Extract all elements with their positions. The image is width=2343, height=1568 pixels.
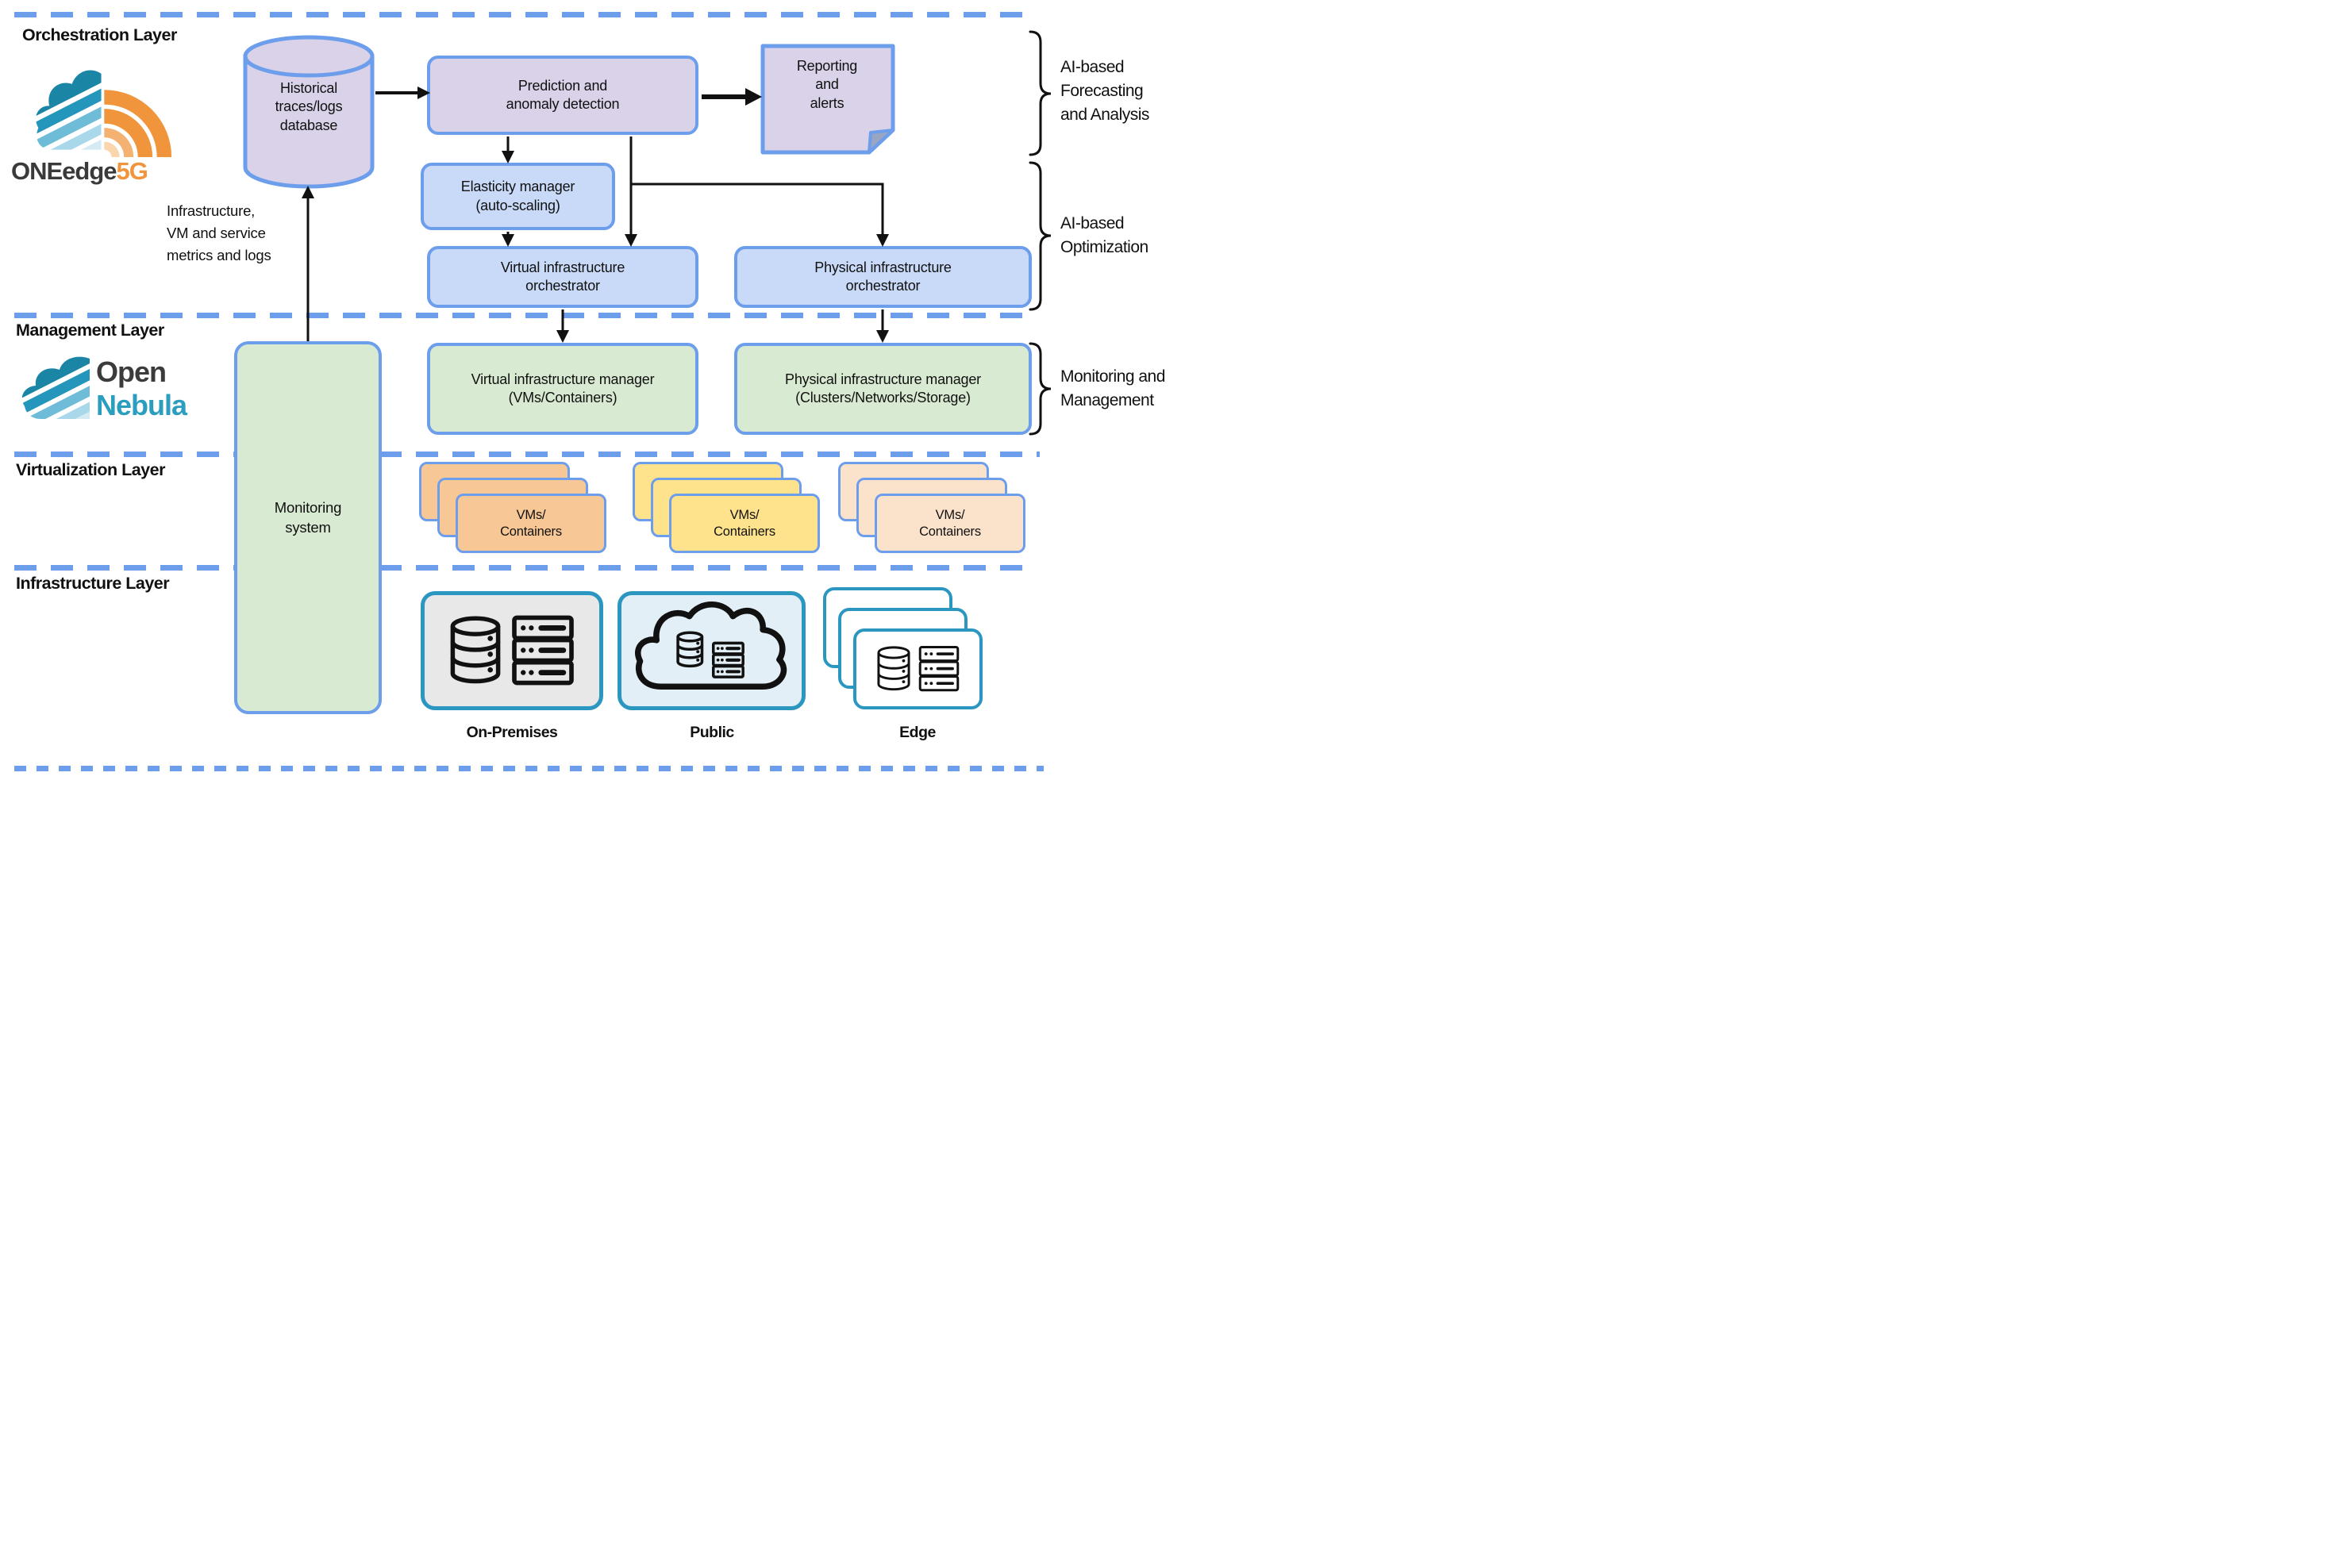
database-icon xyxy=(877,646,910,691)
svg-text:Nebula: Nebula xyxy=(96,389,188,421)
opennebula-logo-icon: Open Nebula xyxy=(21,355,189,421)
oneedge5g-logo-text: ONEedge5G xyxy=(11,157,148,185)
brace-optimization xyxy=(1029,161,1052,311)
vm-card-label: VMs/ Containers xyxy=(456,494,606,553)
edge-card xyxy=(853,628,983,709)
database-icon xyxy=(450,616,501,684)
physical-manager-box: Physical infrastructure manager (Cluster… xyxy=(734,343,1032,435)
cloud-icon xyxy=(634,601,787,690)
layer-divider-top xyxy=(14,12,1034,17)
reporting-alerts-label: Reporting and alerts xyxy=(796,58,858,111)
vm-stack-onprem: VMs/ Containers xyxy=(419,462,606,553)
virtualization-layer-label: Virtualization Layer xyxy=(16,460,165,479)
optimization-annotation: AI-based Optimization xyxy=(1060,214,1148,256)
monitoring-system-box xyxy=(234,341,382,714)
infrastructure-layer-label: Infrastructure Layer xyxy=(16,574,170,593)
historical-db-cylinder-icon xyxy=(243,35,375,189)
reporting-alerts-note-icon xyxy=(760,44,895,155)
server-icon xyxy=(918,646,960,692)
brace-monitoring-mgmt xyxy=(1029,342,1052,436)
folded-corner-icon xyxy=(868,129,894,154)
management-layer-label: Management Layer xyxy=(16,321,164,340)
virtual-manager-box: Virtual infrastructure manager (VMs/Cont… xyxy=(427,343,698,435)
orchestration-layer-label: Orchestration Layer xyxy=(22,25,177,44)
onpremises-label: On-Premises xyxy=(466,724,558,741)
line-branch-to-physical-orch xyxy=(631,183,884,236)
svg-text:Open: Open xyxy=(96,355,166,388)
architecture-diagram: Orchestration Layer Management Layer Vir… xyxy=(0,0,1172,784)
layer-divider-bottom xyxy=(14,766,1044,771)
metrics-note: Infrastructure, VM and service metrics a… xyxy=(167,202,271,263)
brace-forecasting xyxy=(1029,30,1052,156)
server-icon xyxy=(512,615,574,686)
edge-box-stack xyxy=(823,587,983,709)
monitoring-system-label: Monitoring system xyxy=(274,499,342,536)
elasticity-manager-box: Elasticity manager (auto-scaling) xyxy=(421,163,615,230)
vm-card-label: VMs/ Containers xyxy=(669,494,820,553)
layer-divider-management xyxy=(14,313,1034,318)
vm-card-label: VMs/ Containers xyxy=(875,494,1025,553)
server-icon xyxy=(711,641,744,678)
virtual-orchestrator-box: Virtual infrastructure orchestrator xyxy=(427,246,698,308)
layer-divider-virtualization xyxy=(14,452,1040,457)
monitoring-mgmt-annotation: Monitoring and Management xyxy=(1060,367,1165,409)
edge-label: Edge xyxy=(899,724,936,741)
vm-stack-edge: VMs/ Containers xyxy=(838,462,1025,553)
forecasting-annotation: AI-based Forecasting and Analysis xyxy=(1060,58,1149,124)
physical-orchestrator-box: Physical infrastructure orchestrator xyxy=(734,246,1032,308)
layer-divider-infrastructure xyxy=(14,565,1033,571)
oneedge5g-logo-icon xyxy=(36,70,172,157)
public-label: Public xyxy=(690,724,734,741)
public-cloud-box xyxy=(617,591,806,710)
historical-db-label: Historical traces/logs database xyxy=(275,80,343,133)
vm-stack-public: VMs/ Containers xyxy=(633,462,820,553)
prediction-anomaly-box: Prediction and anomaly detection xyxy=(427,56,698,135)
onpremises-box xyxy=(421,591,603,710)
